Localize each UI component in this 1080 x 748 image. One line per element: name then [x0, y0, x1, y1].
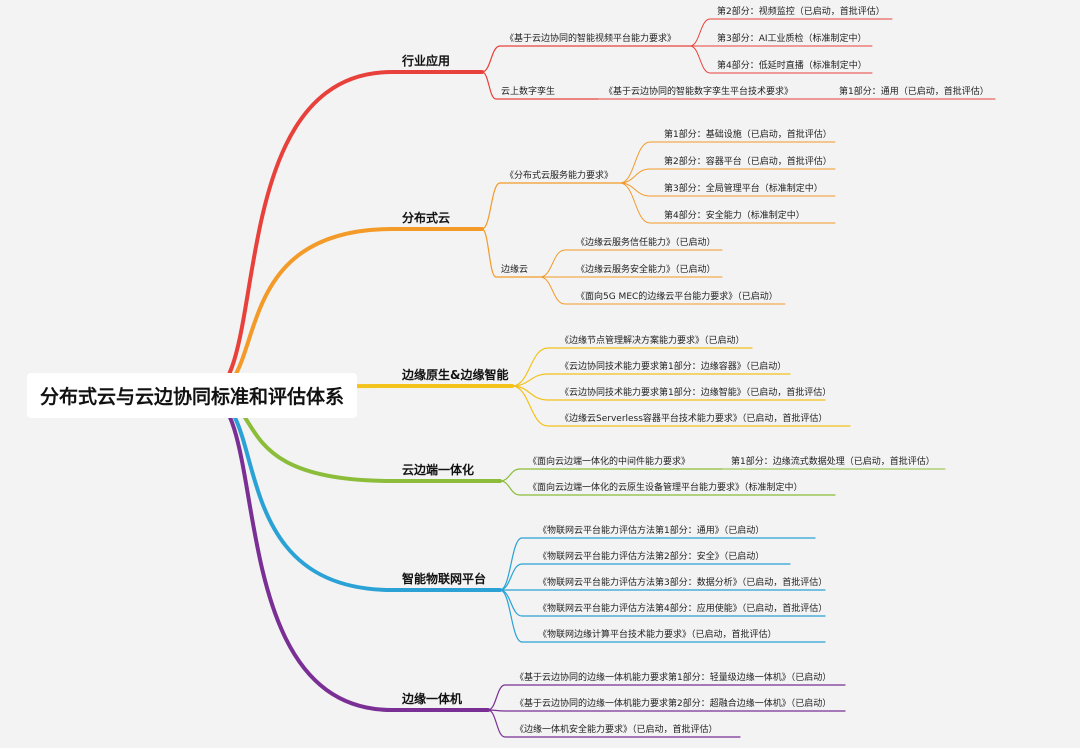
- leaf-iot-part4: 《物联网云平台能力评估方法第4部分：应用使能》（已启动，首批评估）: [538, 604, 828, 614]
- leaf-video-part3: 第3部分：AI工业质检（标准制定中）: [717, 34, 867, 44]
- leaf-video-part2: 第2部分：视频监控（已启动，首批评估）: [717, 7, 885, 17]
- leaf-edge-container: 《云边协同技术能力要求第1部分：边缘容器》（已启动）: [560, 362, 787, 372]
- connector: [487, 709, 741, 738]
- node-cloud-digital-twin: 云上数字孪生: [501, 87, 556, 97]
- connector: [619, 182, 836, 197]
- leaf-appliance-part1: 《基于云边协同的边缘一体机能力要求第1部分：轻量级边缘一体机》（已启动）: [515, 673, 832, 683]
- leaf-edge-serverless: 《边缘云Serverless容器平台技术能力要求》（已启动，首批评估）: [560, 414, 828, 424]
- connector: [481, 182, 621, 230]
- leaf-device-mgmt-platform: 《面向云边端一体化的云原生设备管理平台能力要求》（标准制定中）: [528, 483, 803, 493]
- node-edge-cloud: 边缘云: [501, 265, 529, 275]
- connector: [511, 373, 791, 387]
- branch-edge-native-intelligence: 边缘原生&边缘智能: [402, 368, 509, 382]
- connector: [511, 385, 826, 401]
- leaf-iot-part2: 《物联网云平台能力评估方法第2部分：安全》（已启动）: [538, 552, 765, 562]
- connector: [499, 589, 826, 643]
- leaf-video-part4: 第4部分：低延时直播（标准制定中）: [717, 61, 867, 71]
- branch-connector-0: [208, 70, 484, 397]
- leaf-digital-twin-part1: 第1部分：通用（已启动，首批评估）: [839, 87, 989, 97]
- branch-distributed-cloud: 分布式云: [402, 211, 451, 225]
- connector: [499, 468, 723, 482]
- leaf-edge-intelligence: 《云边协同技术能力要求第1部分：边缘智能》（已启动，首批评估）: [560, 388, 832, 398]
- connector: [619, 182, 836, 224]
- connector: [481, 71, 599, 100]
- leaf-dc-part1: 第1部分：基础设施（已启动，首批评估）: [664, 130, 832, 140]
- branch-connector-4: [208, 393, 502, 592]
- branch-industry-apps: 行业应用: [402, 54, 451, 68]
- leaf-dc-part2: 第2部分：容器平台（已启动，首批评估）: [664, 157, 832, 167]
- connector: [539, 249, 723, 278]
- leaf-edge-node-mgmt: 《边缘节点管理解决方案能力要求》（已启动）: [560, 336, 745, 346]
- connector: [499, 480, 836, 496]
- node-distributed-cloud-standard: 《分布式云服务能力要求》: [505, 171, 614, 181]
- branch-connector-5: [208, 393, 490, 712]
- connector: [619, 141, 836, 184]
- branch-cloud-edge-device: 云边端一体化: [402, 463, 475, 477]
- leaf-appliance-security: 《边缘一体机安全能力要求》（已启动，首批评估）: [515, 725, 718, 735]
- leaf-edge-security: 《边缘云服务安全能力》（已启动）: [576, 265, 716, 275]
- connector: [481, 45, 691, 73]
- leaf-dc-part4: 第4部分：安全能力（标准制定中）: [664, 211, 805, 221]
- node-middleware-standard: 《面向云边端一体化的中间件能力要求》: [528, 457, 691, 467]
- leaf-edge-trust: 《边缘云服务信任能力》（已启动）: [576, 238, 716, 248]
- branch-edge-appliance: 边缘一体机: [402, 692, 463, 706]
- leaf-dc-part3: 第3部分：全局管理平台（标准制定中）: [664, 184, 823, 194]
- leaf-iot-part1: 《物联网云平台能力评估方法第1部分：通用》（已启动）: [538, 526, 765, 536]
- leaf-edge-5g-mec: 《面向5G MEC的边缘云平台能力要求》（已启动）: [576, 292, 778, 302]
- connector: [689, 18, 893, 47]
- connector: [499, 563, 791, 591]
- connector: [487, 684, 846, 711]
- connector: [689, 45, 873, 74]
- node-smart-video-standard: 《基于云边协同的智能视频平台能力要求》: [505, 34, 677, 44]
- leaf-appliance-part2: 《基于云边协同的边缘一体机能力要求第2部分：超融合边缘一体机》（已启动）: [515, 699, 832, 709]
- connector: [619, 168, 836, 184]
- mindmap-root-title: 分布式云与云边协同标准和评估体系: [27, 373, 357, 418]
- connector: [481, 228, 541, 278]
- connector: [511, 347, 753, 387]
- leaf-stream-processing: 第1部分：边缘流式数据处理（已启动，首批评估）: [731, 457, 935, 467]
- connector: [511, 385, 851, 427]
- leaf-iot-edge-computing: 《物联网边缘计算平台技术能力要求》（已启动，首批评估）: [538, 630, 777, 640]
- connector: [487, 709, 846, 712]
- node-digital-twin-standard: 《基于云边协同的智能数字孪生平台技术要求》: [604, 87, 794, 97]
- connector: [539, 276, 786, 305]
- connector: [499, 537, 816, 591]
- branch-iot-platform: 智能物联网平台: [402, 572, 487, 586]
- leaf-iot-part3: 《物联网云平台能力评估方法第3部分：数据分析》（已启动，首批评估）: [538, 578, 828, 588]
